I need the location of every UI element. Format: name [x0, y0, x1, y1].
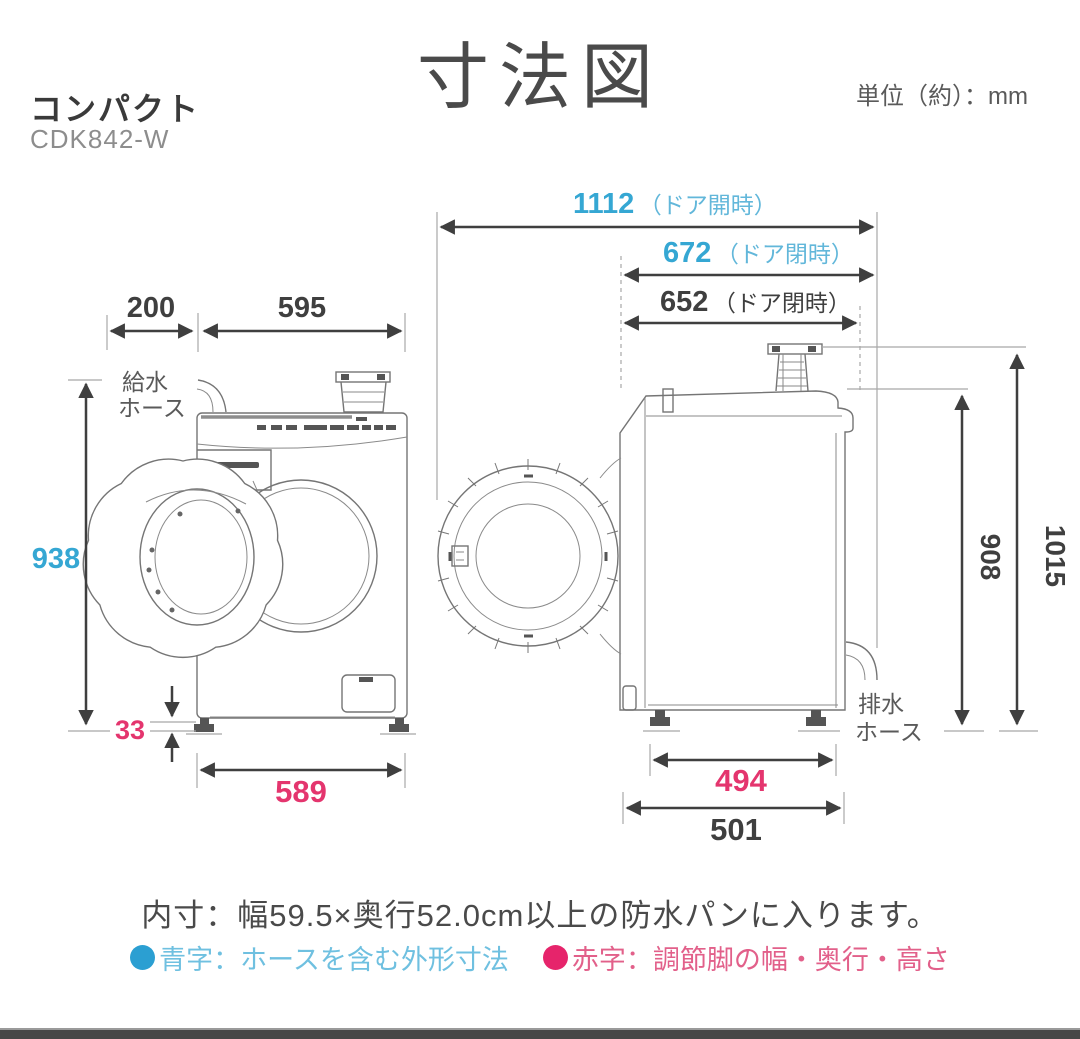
drain-hose-label-line2: ホース: [855, 719, 923, 745]
color-legend: 青字：ホースを含む外形寸法 赤字：調節脚の幅・奥行・高さ: [0, 938, 1080, 977]
product-type: コンパクト: [30, 91, 201, 127]
door-hinge-dots: [146, 508, 241, 613]
blue-dot-icon: [130, 945, 156, 970]
inner-size-note: 内寸：幅59.5×奥行52.0cm以上の防水パンに入ります。: [141, 898, 939, 933]
dim-hose-closed-width: 672 （ドア閉時）: [663, 237, 854, 269]
dim-total-height: 1015: [1040, 525, 1071, 587]
dim-front-width: 595: [278, 292, 326, 324]
dim-body-depth: 501: [710, 812, 762, 847]
legend-blue-label: 青字：ホースを含む外形寸法: [159, 945, 509, 975]
drain-hose-label-line1: 排水: [858, 691, 904, 717]
door-ring-latches: [448, 474, 608, 638]
legend-red-label: 赤字：調節脚の幅・奥行・高さ: [571, 945, 950, 975]
unit-note: 単位（約）：mm: [856, 83, 1028, 110]
page-title: 寸法図: [416, 38, 663, 118]
legend-red: 赤字：調節脚の幅・奥行・高さ: [542, 938, 950, 977]
dim-foot-height: 33: [115, 715, 145, 745]
front-detergent-tank: [335, 371, 391, 413]
extension-lines: [68, 212, 1038, 824]
supply-hose-label-line1: 給水: [122, 369, 168, 395]
door-ring-ticks: [437, 459, 619, 653]
dim-body-height: 908: [975, 534, 1006, 581]
dim-door-open-width: 1112 （ドア開時）: [573, 188, 777, 220]
side-feet: [650, 710, 826, 726]
legend-blue: 青字：ホースを含む外形寸法: [130, 938, 509, 977]
dim-feet-width: 589: [275, 774, 327, 809]
side-view-art: [437, 343, 878, 732]
side-detergent-tank: [767, 343, 823, 392]
dim-feet-depth: 494: [715, 763, 767, 798]
bottom-bar: [0, 1028, 1080, 1039]
dimension-labels: 1112 （ドア開時） 672 （ドア閉時） 652 （ドア閉時） 200 59…: [32, 188, 1071, 847]
dim-height-with-hose: 938: [32, 543, 80, 575]
control-panel-buttons: [257, 417, 396, 430]
front-feet: [194, 718, 409, 732]
supply-hose-label-line2: ホース: [118, 395, 186, 421]
dim-left-offset: 200: [127, 292, 175, 324]
dimension-arrows: [78, 219, 1025, 816]
dim-body-closed-width: 652 （ドア閉時）: [660, 286, 851, 318]
front-view-art: [82, 371, 416, 735]
model-number: CDK842-W: [30, 124, 170, 154]
red-dot-icon: [542, 945, 568, 970]
